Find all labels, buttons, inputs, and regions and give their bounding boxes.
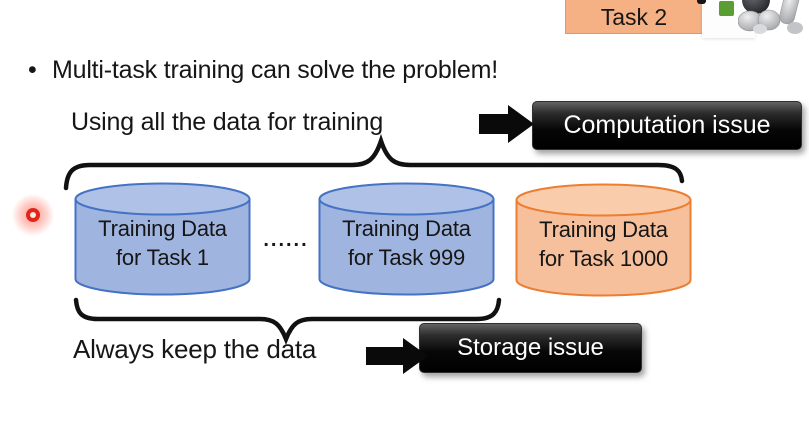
green-square-icon [719,1,734,16]
database-cylinder-icon [318,182,495,296]
task-2-label: Task 2 [600,4,668,30]
computation-issue-label: Computation issue [563,111,771,139]
cropped-text-fragment [697,0,706,4]
cylinder-label-line1: Training Data [98,216,227,241]
storage-flow-label: Always keep the data [73,334,317,364]
laser-pointer-dot [26,208,40,222]
ellipsis-between-cylinders: ...... [263,229,309,251]
cylinder-label-line2: for Task 999 [347,245,466,270]
cylinder-label: Training Data for Task 1 [74,214,251,272]
cylinder-label: Training Data for Task 1000 [515,215,692,273]
storage-issue-label: Storage issue [457,334,604,361]
robot-toy-icon [737,0,803,34]
computation-issue-box: Computation issue [532,101,802,150]
computation-flow-label: Using all the data for training [71,108,384,136]
cylinder-label-line2: for Task 1 [116,245,209,270]
robot-image [737,0,809,43]
cylinder-task-1: Training Data for Task 1 [74,182,251,297]
cylinder-label: Training Data for Task 999 [318,214,495,272]
cylinder-label-line1: Training Data [539,217,668,242]
cylinder-label-line2: for Task 1000 [538,246,669,271]
bullet-line: • Multi-task training can solve the probl… [28,56,498,85]
task-2-box: Task 2 [565,0,703,34]
cylinder-task-1000: Training Data for Task 1000 [515,183,692,298]
cylinder-task-999: Training Data for Task 999 [318,182,495,297]
bullet-marker: • [28,56,37,84]
right-arrow-icon [479,105,534,143]
storage-issue-box: Storage issue [419,323,642,373]
cylinder-label-line1: Training Data [342,216,471,241]
headline-text: Multi-task training can solve the proble… [52,56,498,84]
